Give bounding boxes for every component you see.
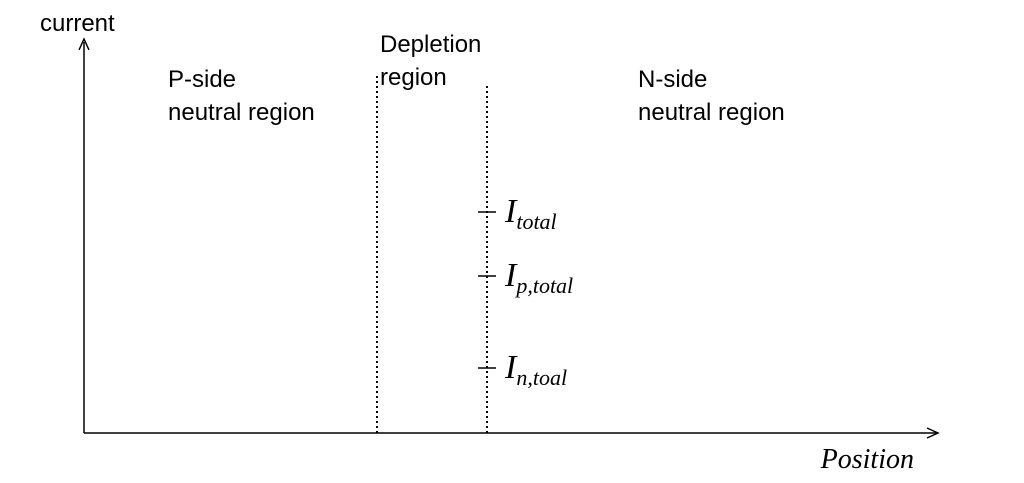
i-total-label: Itotal <box>504 193 557 234</box>
i-total-symbol: I <box>504 193 518 230</box>
i-n-toal-subscript: n,toal <box>516 365 567 390</box>
n-side-label-line2: neutral region <box>638 99 785 126</box>
p-side-label-line1: P-side <box>168 66 236 93</box>
i-total-subscript: total <box>516 209 556 234</box>
n-side-label-line1: N-side <box>638 66 707 93</box>
y-axis-arrowhead <box>78 37 90 51</box>
i-p-total-subscript: p,total <box>514 273 573 298</box>
y-axis-label: current <box>40 10 115 37</box>
i-n-toal-label: In,toal <box>504 349 567 390</box>
x-axis-arrowhead <box>926 427 940 439</box>
i-n-toal-symbol: I <box>504 349 518 386</box>
p-side-label-line2: neutral region <box>168 99 315 126</box>
i-p-total-label: Ip,total <box>504 257 573 298</box>
x-axis-label: Position <box>820 444 914 475</box>
depletion-label-line1: Depletion <box>380 31 481 58</box>
depletion-label-line2: region <box>380 64 447 91</box>
i-p-total-symbol: I <box>504 257 518 294</box>
